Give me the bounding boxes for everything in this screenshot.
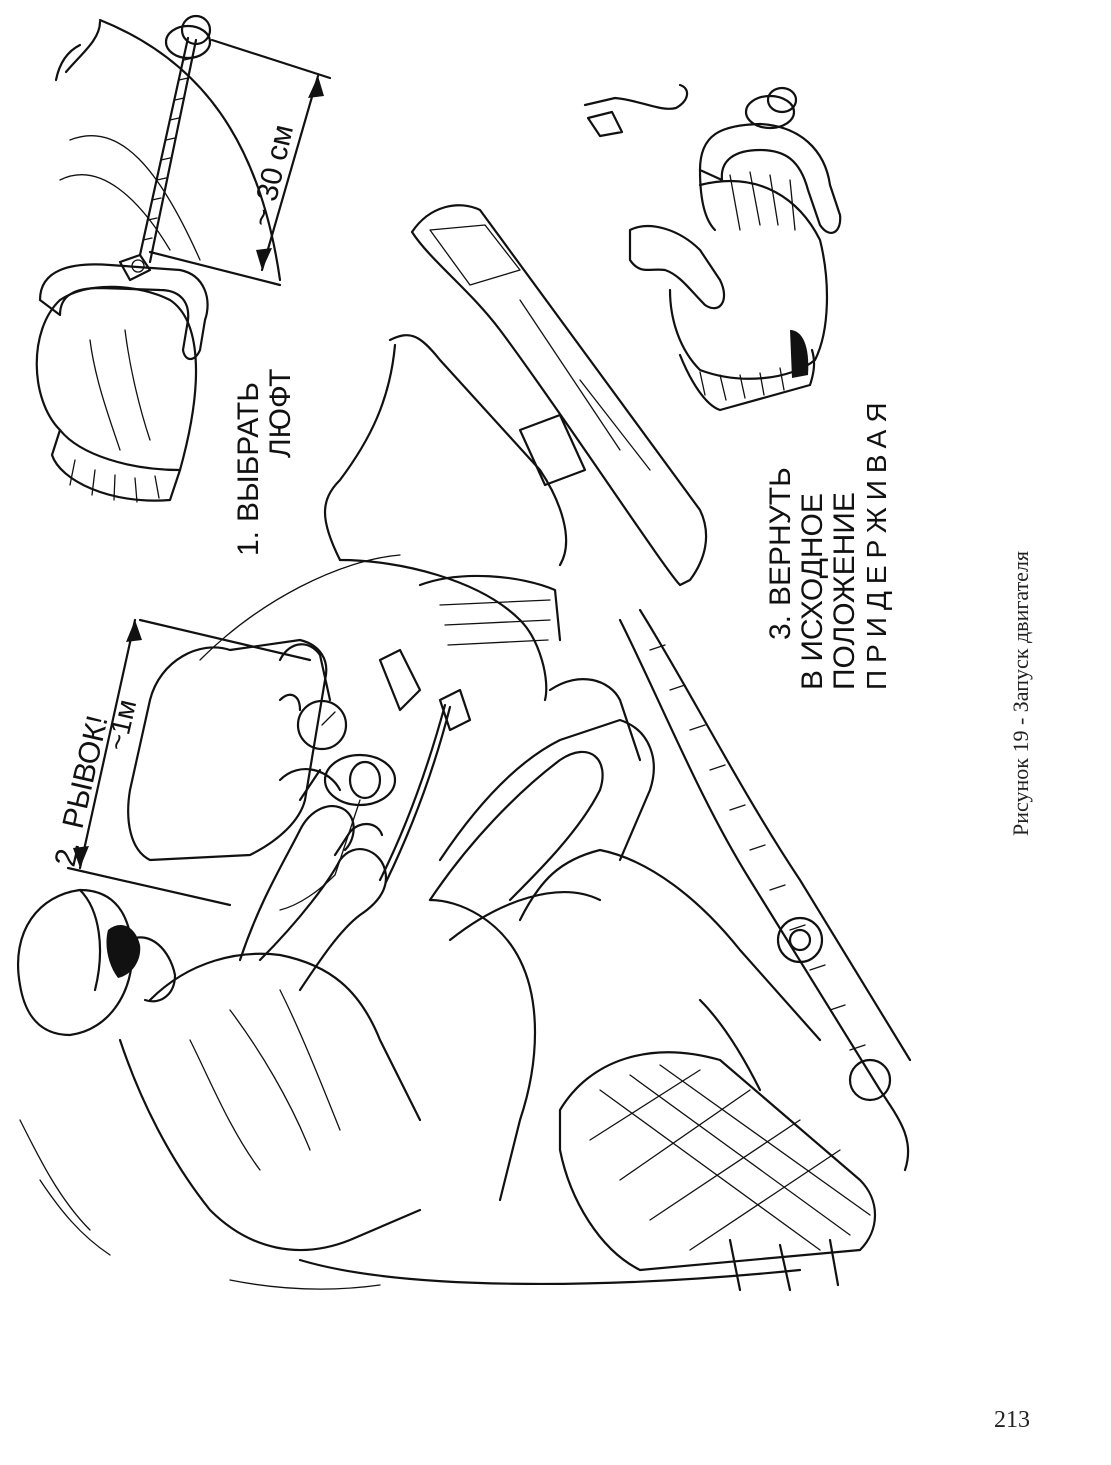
- step-1-label-line-2: ЛЮФТ: [264, 369, 297, 458]
- step-1-label-line-1: ВЫБРАТЬ: [232, 382, 265, 522]
- step-3-label-line-1: ВЕРНУТЬ: [764, 467, 797, 606]
- step-2-number: 2.: [49, 838, 87, 870]
- step-3-label-line-4: ПРИДЕРЖИВАЯ: [861, 395, 892, 690]
- step-1-number: 1.: [232, 531, 265, 556]
- glove-hand-return-handle-drawing: [583, 83, 842, 412]
- step-2-distance-label: ~1м: [101, 697, 143, 754]
- rider-drawing: [17, 678, 642, 1290]
- figure-caption-text: Рисунок 19 - Запуск двигателя: [1008, 550, 1033, 836]
- step-3-label-line-3: ПОЛОЖЕНИЕ: [828, 492, 861, 690]
- step-3-label-line-2: В ИСХОДНОЕ: [796, 493, 829, 690]
- step-3-number: 3.: [764, 615, 797, 640]
- snowmobile-drawing: [127, 204, 912, 1292]
- page-number: 213: [994, 1407, 1030, 1433]
- glove-hand-take-up-slack-drawing: [35, 14, 332, 503]
- distance-1m-dimension: [66, 618, 312, 907]
